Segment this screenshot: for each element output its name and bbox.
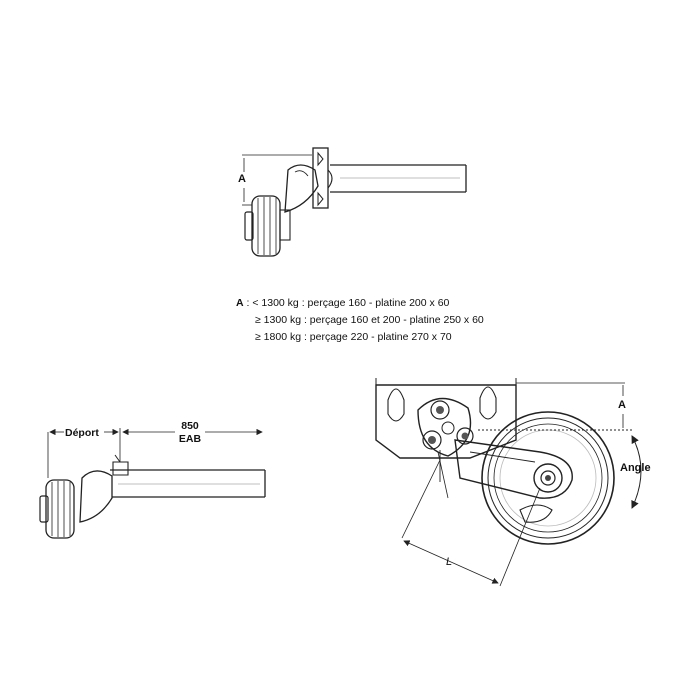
spec-line-1-text: < 1300 kg : perçage 160 - platine 200 x … bbox=[252, 297, 450, 309]
length-unit-label: EAB bbox=[178, 433, 202, 445]
spec-line-3: ≥ 1800 kg : perçage 220 - platine 270 x … bbox=[255, 331, 452, 343]
arm-wheel-drawing bbox=[375, 378, 642, 587]
top-axle-drawing bbox=[242, 147, 467, 257]
top-dimension-a-label: A bbox=[238, 173, 246, 185]
length-value-label: 850 bbox=[181, 420, 199, 432]
arm-dimension-a-label: A bbox=[618, 399, 626, 411]
length-l-label: L bbox=[446, 556, 453, 568]
spec-key: A bbox=[236, 297, 244, 309]
side-axle-drawing bbox=[39, 428, 266, 539]
spec-line-1: A : < 1300 kg : perçage 160 - platine 20… bbox=[236, 297, 450, 309]
spec-line-2: ≥ 1300 kg : perçage 160 et 200 - platine… bbox=[255, 314, 484, 326]
deport-label: Déport bbox=[65, 427, 99, 439]
angle-label: Angle bbox=[620, 462, 651, 474]
